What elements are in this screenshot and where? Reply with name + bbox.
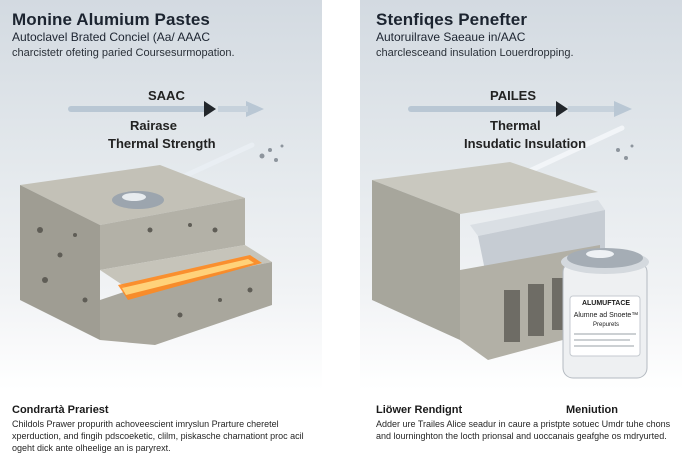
left-illustration	[20, 101, 284, 345]
jar-label-sub2: Prepurets	[592, 322, 619, 328]
right-description: charclesceand insulation Louerdropping.	[376, 47, 574, 59]
left-pore	[37, 227, 43, 233]
right-hollow-cell	[528, 284, 544, 336]
left-pore	[247, 287, 253, 293]
left-block-step-top	[100, 245, 272, 290]
right-footer-heading-left: Liöwer Rendignt	[376, 404, 463, 416]
left-pore	[42, 277, 48, 283]
jar-label-title: ALUMUFTACE	[581, 300, 631, 307]
left-pore	[218, 298, 222, 302]
right-block-top	[372, 162, 598, 214]
left-droplet	[259, 153, 265, 159]
left-center-label: SAAC	[148, 88, 185, 103]
left-arrow-shaft	[68, 106, 208, 112]
left-droplet	[274, 158, 278, 162]
left-pore	[57, 252, 63, 258]
left-arrow-head-dark	[204, 101, 216, 117]
jar-label-sub: Alumne ad Snoete™	[573, 312, 639, 319]
right-hollow-cell	[504, 290, 520, 342]
right-arrow-shaft-2	[568, 106, 616, 112]
left-block-front	[20, 185, 100, 340]
left-pore	[82, 297, 88, 303]
right-footer-text: Adder ure Trailes Alice seadur in caure …	[376, 419, 671, 441]
right-droplet	[616, 148, 620, 152]
jar-paste-highlight	[586, 250, 614, 258]
left-panel: Monine Alumium Pastes Autoclavel Brated …	[0, 0, 322, 453]
left-subtitle: Autoclavel Brated Conciel (Aa/ AAAC	[12, 30, 211, 44]
right-caption-line1: Thermal	[490, 118, 541, 133]
left-block-right	[100, 198, 245, 270]
left-footer-heading: Condrartà Prariest	[12, 404, 109, 416]
left-arrow-head-light	[246, 101, 264, 117]
left-heat-glow-core	[122, 259, 254, 295]
left-block-step-front	[100, 262, 272, 345]
right-droplet	[624, 156, 628, 160]
left-pore	[147, 227, 153, 233]
right-arrow-shaft	[408, 106, 558, 112]
left-pore	[177, 312, 183, 318]
left-pore	[212, 227, 218, 233]
right-footer-heading-right: Meniution	[566, 404, 618, 416]
right-illustration	[372, 101, 649, 379]
right-panel: Stenfiqes Penefter Autoruilrave Saeaue i…	[360, 0, 682, 452]
right-arrow-head-dark	[556, 101, 568, 117]
right-insulation-top	[470, 200, 605, 236]
right-droplet	[630, 144, 634, 148]
jar-paste	[567, 248, 643, 268]
left-caption-line1: Rairase	[130, 118, 177, 133]
left-aluminum-paste-highlight	[122, 193, 146, 201]
left-arrow-shaft-2	[218, 106, 248, 112]
jar-label	[569, 295, 641, 357]
right-title: Stenfiqes Penefter	[376, 10, 528, 29]
right-block-front	[372, 180, 460, 340]
right-arrow-head-light	[614, 101, 632, 117]
left-description: charcistetr ofeting paried Coursesurmopa…	[12, 47, 235, 59]
right-caption-line2: Insudatic Insulation	[464, 136, 587, 151]
left-droplet	[280, 144, 284, 148]
left-caption-line2: Thermal Strength	[108, 136, 216, 151]
left-droplet	[268, 148, 272, 152]
right-subtitle: Autoruilrave Saeaue in/AAC	[376, 30, 526, 44]
left-pore	[188, 223, 192, 227]
left-footer-text: Childols Prawer propurith achoveescient …	[12, 419, 304, 453]
left-pore	[73, 233, 77, 237]
right-center-label: PAILES	[490, 88, 536, 103]
left-title: Monine Alumium Pastes	[12, 10, 210, 29]
